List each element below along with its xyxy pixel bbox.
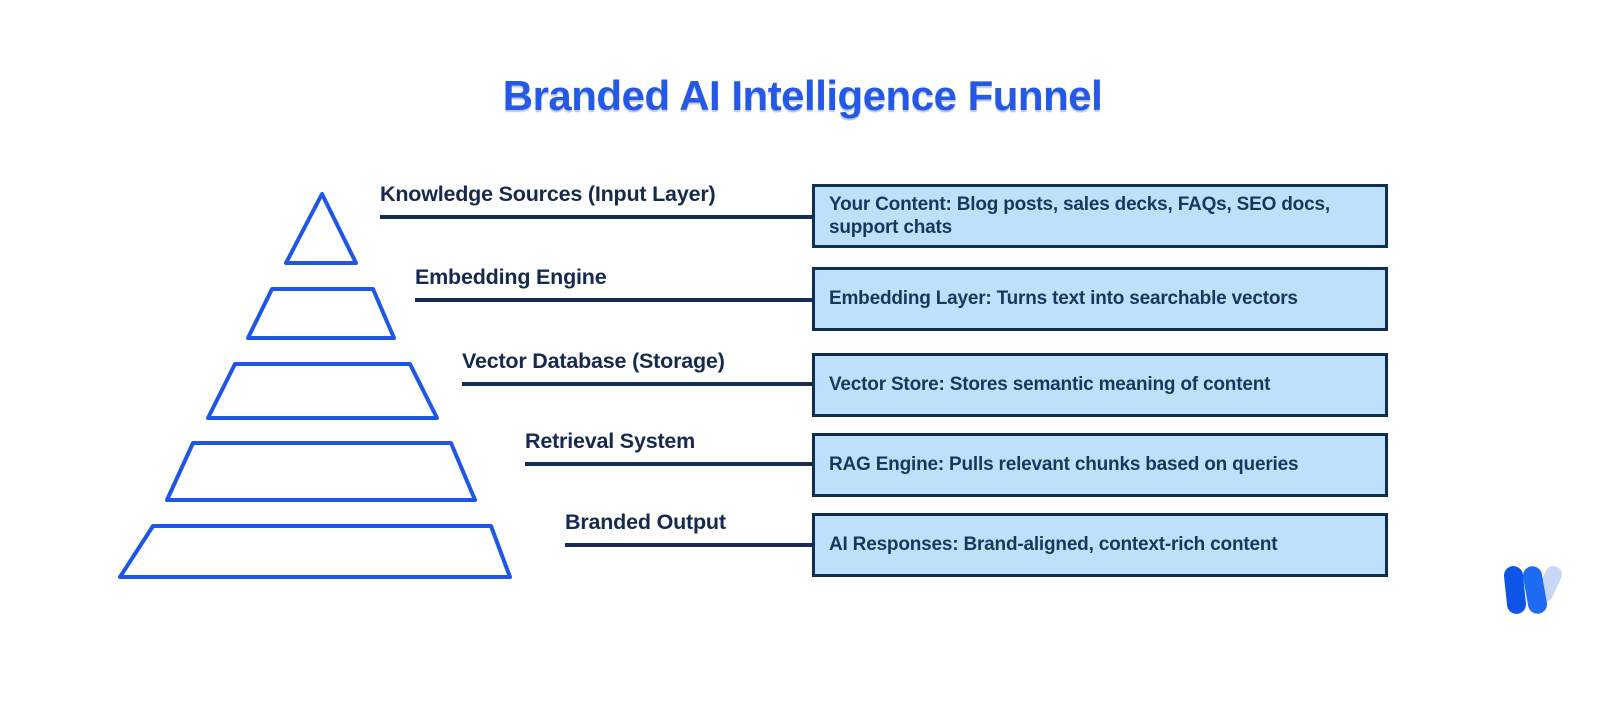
- funnel-pyramid: [118, 192, 512, 579]
- description-box: RAG Engine: Pulls relevant chunks based …: [812, 433, 1388, 497]
- connector-line: [462, 382, 814, 386]
- description-text: Vector Store: Stores semantic meaning of…: [829, 374, 1271, 396]
- connector-line: [415, 298, 814, 302]
- description-text: Your Content: Blog posts, sales decks, F…: [829, 193, 1330, 238]
- description-box: Vector Store: Stores semantic meaning of…: [812, 353, 1388, 417]
- description-box: AI Responses: Brand-aligned, context-ric…: [812, 513, 1388, 577]
- level-label: Retrieval System: [525, 429, 696, 453]
- pyramid-level-4: [165, 441, 477, 502]
- connector-line: [380, 215, 814, 219]
- pyramid-level-5: [118, 524, 512, 579]
- page-title: Branded AI Intelligence Funnel: [502, 72, 1103, 119]
- connector-line: [565, 543, 814, 547]
- level-label: Embedding Engine: [415, 265, 607, 289]
- description-text: Embedding Layer: Turns text into searcha…: [829, 288, 1298, 310]
- level-label: Knowledge Sources (Input Layer): [380, 182, 716, 206]
- pyramid-level-1: [284, 192, 358, 265]
- description-box: Your Content: Blog posts, sales decks, F…: [812, 184, 1388, 248]
- level-label: Branded Output: [565, 510, 726, 534]
- description-text: AI Responses: Brand-aligned, context-ric…: [829, 534, 1278, 556]
- w-mark-logo-icon: [1503, 565, 1562, 614]
- pyramid-level-2: [246, 287, 396, 340]
- connector-line: [525, 462, 814, 466]
- level-label: Vector Database (Storage): [462, 349, 725, 373]
- description-box: Embedding Layer: Turns text into searcha…: [812, 267, 1388, 331]
- pyramid-level-3: [206, 362, 439, 420]
- description-text: RAG Engine: Pulls relevant chunks based …: [829, 454, 1299, 476]
